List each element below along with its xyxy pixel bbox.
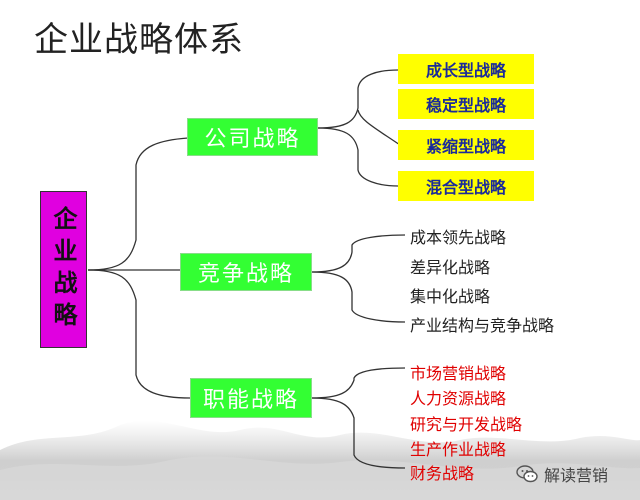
leaf-differentiation: 差异化战略 [410,258,491,277]
mountain-background [0,420,640,500]
branch-label: 公司战略 [204,127,301,152]
wechat-watermark: 解读营销 [516,462,608,486]
page-title: 企业战略体系 [34,20,244,60]
leaf-production-operations: 生产作业战略 [410,440,507,459]
leaf-retrenchment-strategy: 紧缩型战略 [398,130,534,160]
branch-label: 职能战略 [202,388,299,413]
leaf-cost-leadership: 成本领先战略 [410,228,507,247]
functional-connector-bottom [311,397,406,469]
branch-label: 竞争战略 [197,262,294,287]
branch-functional-strategy: 职能战略 [190,378,312,418]
leaf-industry-structure: 产业结构与竞争战略 [410,316,555,335]
wechat-icon [516,465,538,483]
root-connector-bottom [87,269,191,399]
watermark-text: 解读营销 [544,466,609,485]
corporate-connector-stem [317,127,399,187]
leaf-human-resources: 人力资源战略 [410,389,507,408]
branch-corporate-strategy: 公司战略 [187,118,318,156]
leaf-research-development: 研究与开发战略 [410,415,523,434]
branch-competitive-strategy: 竞争战略 [180,253,312,291]
leaf-growth-strategy: 成长型战略 [398,54,534,84]
root-connector-top [87,137,189,271]
functional-connector-top [311,367,406,399]
leaf-stability-strategy: 稳定型战略 [398,89,534,119]
root-node: 企业战略 [40,191,87,348]
leaf-combination-strategy: 混合型战略 [398,171,534,201]
root-label: 企业战略 [49,205,78,334]
competitive-connector-top [311,234,406,273]
corporate-connector-lower [357,109,401,146]
leaf-finance: 财务战略 [410,464,475,483]
leaf-focus: 集中化战略 [410,287,491,306]
competitive-connector-bottom [311,271,406,323]
corporate-connector-mid [317,69,399,129]
leaf-marketing: 市场营销战略 [410,364,507,383]
